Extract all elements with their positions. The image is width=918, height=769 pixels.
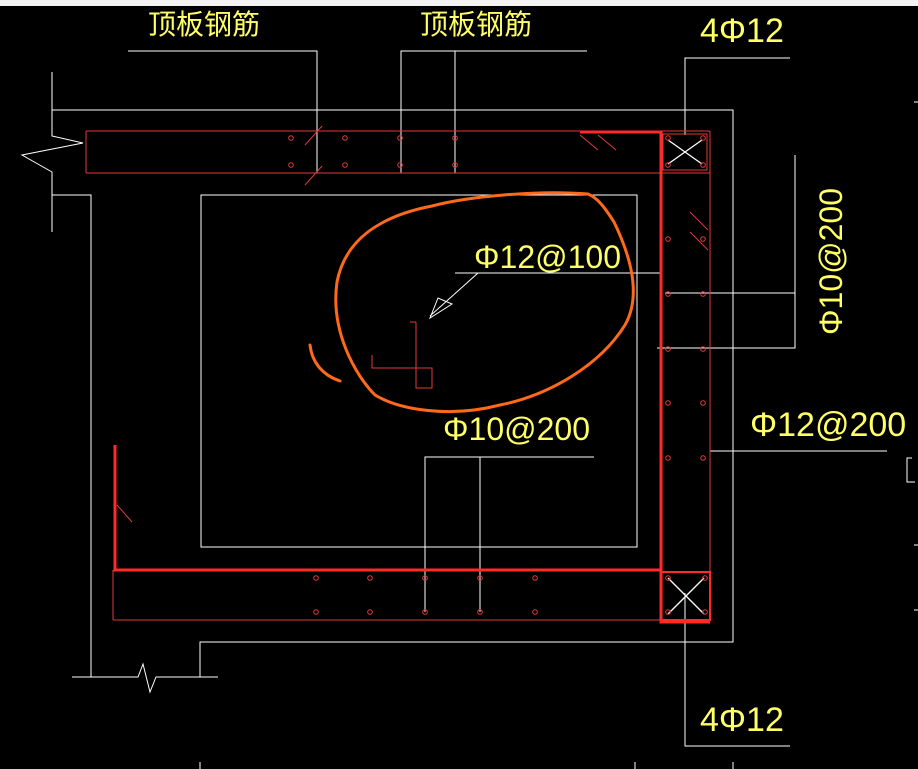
hatch-b bbox=[304, 125, 323, 146]
rebar-thin-lines bbox=[85, 125, 711, 621]
left-wall-inner bbox=[52, 194, 92, 677]
bottom-inner-rebar bbox=[113, 445, 661, 572]
leader-corner-bottom bbox=[684, 593, 790, 747]
inner-rebar-hoop bbox=[580, 130, 710, 624]
hatch-g bbox=[116, 504, 133, 523]
corner-x-marks bbox=[667, 139, 705, 615]
label-corner-bottom: 4Φ12 bbox=[700, 701, 784, 739]
rebar-dots bbox=[288, 135, 708, 615]
hatch-e bbox=[689, 211, 709, 231]
structure-outline bbox=[20, 50, 918, 769]
hatch-d bbox=[597, 134, 617, 151]
label-center-lower: Φ10@200 bbox=[443, 411, 590, 447]
leader-center-lower bbox=[424, 456, 594, 612]
leader-corner-top bbox=[684, 57, 790, 135]
leader-arrow-line bbox=[429, 272, 479, 317]
break-line-left bbox=[20, 72, 84, 232]
hatch-c bbox=[579, 134, 599, 151]
x-top-b bbox=[667, 139, 703, 165]
leader-arrowhead bbox=[428, 297, 454, 320]
section-mark-box bbox=[415, 367, 433, 389]
section-mark-a bbox=[371, 322, 417, 369]
label-corner-top: 4Φ12 bbox=[700, 12, 784, 50]
leader-right-upper bbox=[657, 155, 796, 349]
markup-circle bbox=[334, 191, 635, 414]
x-bottom-b bbox=[667, 577, 705, 615]
rebar-thick-lines bbox=[113, 130, 711, 624]
label-right-middle: Φ12@200 bbox=[750, 406, 906, 444]
corner-box-bottom bbox=[660, 571, 711, 621]
markup-tail bbox=[308, 343, 342, 383]
break-line-bottom bbox=[72, 662, 218, 694]
edge-tick-right bbox=[906, 457, 915, 483]
hatch-a bbox=[304, 165, 323, 186]
label-top-middle: 顶板钢筋 bbox=[420, 9, 532, 40]
leader-top-left bbox=[128, 50, 318, 173]
viewport-top-edge bbox=[0, 0, 918, 6]
inner-opening bbox=[200, 194, 638, 548]
hatch-f bbox=[689, 231, 709, 251]
label-center-upper: Φ12@100 bbox=[474, 239, 621, 275]
leader-top-middle-a bbox=[400, 50, 587, 173]
label-top-left: 顶板钢筋 bbox=[148, 9, 260, 40]
outer-outline bbox=[52, 109, 734, 677]
label-right-upper: Φ10@200 bbox=[813, 188, 849, 335]
corner-box-top bbox=[662, 133, 708, 171]
